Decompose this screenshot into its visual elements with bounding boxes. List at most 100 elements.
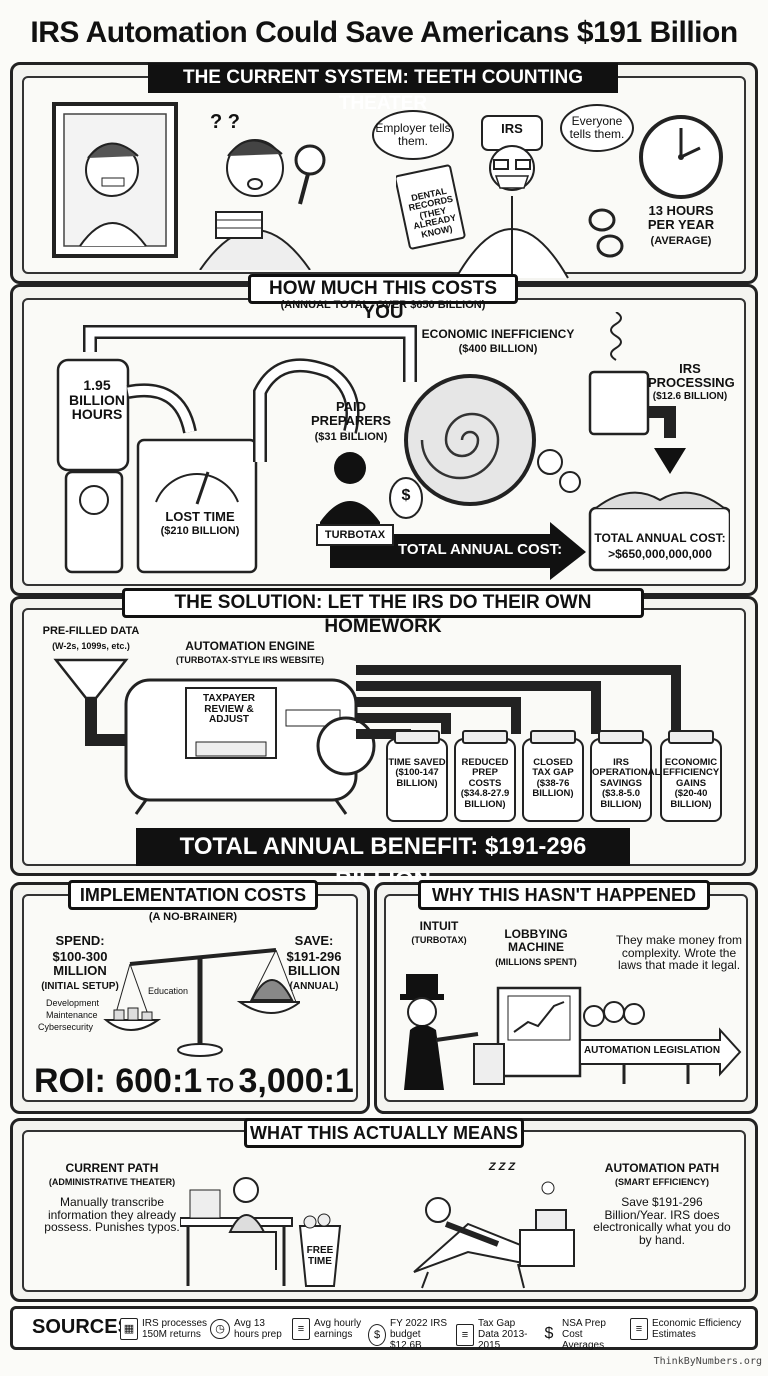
lobbying-label: LOBBYING MACHINE <box>504 927 568 954</box>
source-text: Economic Efficiency Estimates <box>652 1318 742 1340</box>
mirror-illustration <box>52 102 178 258</box>
dollar-icon: $ <box>540 1323 558 1346</box>
jar-value: ($20-40 BILLION) <box>670 788 712 810</box>
automation-engine-illustration <box>53 658 681 815</box>
roi-prefix: ROI: 600:1 <box>34 1062 203 1100</box>
zzz-label: Z Z Z <box>488 1161 516 1173</box>
page-title: IRS Automation Could Save Americans $191… <box>30 16 738 49</box>
watermark: ThinkByNumbers.org <box>653 1356 762 1367</box>
paid-preparers-value: ($31 BILLION) <box>314 431 388 443</box>
calculator-icon: ▦ <box>120 1318 138 1340</box>
development-label: Development <box>46 998 100 1008</box>
irs-dentist-illustration <box>396 115 624 279</box>
costs-banner: HOW MUCH THIS COSTS YOU <box>248 274 518 323</box>
jar-value: ($34.8-27.9 BILLION) <box>460 788 510 810</box>
sources-label: SOURCES <box>32 1316 131 1338</box>
jar-tax-gap: CLOSED TAX GAP($38-76 BILLION) <box>522 730 584 822</box>
cost-machine-illustration <box>56 312 730 580</box>
legislation-label: AUTOMATION LEGISLATION <box>583 1045 721 1056</box>
free-time-label: FREE TIME <box>306 1245 334 1267</box>
jar-label: ECONOMIC EFFICIENCY GAINS <box>662 757 720 789</box>
source-text: Avg hourly earnings <box>314 1318 362 1340</box>
total-cost-arrow-label: TOTAL ANNUAL COST: <box>398 541 563 558</box>
scale-illustration <box>103 948 300 1057</box>
paid-preparers-label: PAID PREPARERS <box>311 399 391 428</box>
irs-processing-label: IRS PROCESSING <box>648 361 735 390</box>
current-path-label: CURRENT PATH <box>65 1161 159 1175</box>
jar-value: ($38-76 BILLION) <box>532 777 574 800</box>
speech-bubble-everyone: Everyone tells them. <box>560 104 634 152</box>
engine-sub: (TURBOTAX-STYLE IRS WEBSITE) <box>175 655 325 665</box>
meaning-banner: WHAT THIS ACTUALLY MEANS <box>244 1118 524 1148</box>
jar-value: ($3.8-5.0 BILLION) <box>600 788 642 810</box>
roi-label: ROI: 600:1 TO 3,000:1 <box>34 1062 354 1101</box>
clock-caption: 13 HOURS PER YEAR <box>647 203 715 232</box>
roi-to: TO <box>206 1075 235 1097</box>
source-text: Avg 13 hours prep <box>234 1318 282 1340</box>
engine-label: AUTOMATION ENGINE <box>185 639 315 653</box>
confused-man-illustration <box>199 139 326 270</box>
intuit-label: INTUIT <box>419 919 459 933</box>
source-text: NSA Prep Cost Averages <box>562 1318 606 1351</box>
money-bin-value: >$650,000,000,000 <box>608 547 712 561</box>
save-label: SAVE: <box>294 933 334 948</box>
clock-sub: (AVERAGE) <box>650 235 712 247</box>
prefilled-label: PRE-FILLED DATA <box>42 625 140 637</box>
automation-path-desc: Save $191-296 Billion/Year. IRS does ele… <box>593 1195 731 1247</box>
jar-label: CLOSED TAX GAP <box>532 757 574 779</box>
irs-processing-value: ($12.6 BILLION) <box>652 391 728 402</box>
current-path-desc: Manually transcribe information they alr… <box>44 1195 180 1235</box>
source-item: ≡Economic Efficiency Estimates <box>630 1318 746 1340</box>
speech-bubble-employer: Employer tells them. <box>372 110 454 160</box>
cybersecurity-label: Cybersecurity <box>38 1022 94 1032</box>
spend-sub: (INITIAL SETUP) <box>41 981 119 992</box>
jar-label: REDUCED PREP COSTS <box>461 757 509 789</box>
source-item: ≡Avg hourly earnings <box>292 1318 366 1340</box>
source-item: ◷Avg 13 hours prep <box>210 1318 286 1340</box>
why-quote: They make money from complexity. Wrote t… <box>615 933 743 973</box>
intuit-sub: (TURBOTAX) <box>411 935 467 945</box>
roi-suffix: 3,000:1 <box>238 1062 354 1100</box>
costs-subtitle: (ANNUAL TOTAL: OVER $650 BILLION) <box>280 299 486 311</box>
source-item: ≡Tax Gap Data 2013-2015 <box>456 1318 538 1351</box>
lost-time-value: ($210 BILLION) <box>160 525 240 537</box>
source-text: Tax Gap Data 2013-2015 <box>478 1318 528 1351</box>
jar-label: TIME SAVED <box>388 757 446 768</box>
source-item: ▦IRS processes 150M returns <box>120 1318 210 1340</box>
hours-tank-label: 1.95 BILLION HOURS <box>69 377 125 423</box>
automation-path-illustration <box>413 1181 575 1289</box>
solution-banner: THE SOLUTION: LET THE IRS DO THEIR OWN H… <box>122 588 644 637</box>
meaning-inner <box>22 1130 746 1292</box>
education-label: Education <box>148 986 189 996</box>
source-text: FY 2022 IRS budget $12.6B <box>390 1318 448 1351</box>
total-benefit-banner: TOTAL ANNUAL BENEFIT: $191-296 BILLION <box>136 828 630 894</box>
source-item: $FY 2022 IRS budget $12.6B <box>368 1318 454 1351</box>
screen-label: TAXPAYER REVIEW & ADJUST <box>202 693 256 725</box>
money-bag-symbol: $ <box>401 487 411 504</box>
econ-inefficiency-label: ECONOMIC INEFFICIENCY <box>421 327 575 341</box>
source-item: $NSA Prep Cost Averages <box>540 1318 626 1351</box>
jar-value: ($100-147 BILLION) <box>395 767 439 789</box>
maintenance-label: Maintenance <box>46 1010 98 1020</box>
jar-reduced-prep: REDUCED PREP COSTS($34.8-27.9 BILLION) <box>454 730 516 822</box>
spend-value: $100-300 MILLION <box>52 949 108 978</box>
current-path-sub: (ADMINISTRATIVE THEATER) <box>48 1177 176 1187</box>
lost-time-label: LOST TIME <box>165 509 235 524</box>
document-icon: ≡ <box>292 1318 310 1340</box>
automation-path-label: AUTOMATION PATH <box>604 1161 720 1175</box>
question-marks: ? ? <box>210 111 240 133</box>
document-icon: ≡ <box>456 1323 474 1346</box>
jar-irs-savings: IRS OPERATIONAL SAVINGS($3.8-5.0 BILLION… <box>590 730 660 822</box>
lobbying-machine-illustration <box>400 974 742 1090</box>
jar-efficiency: ECONOMIC EFFICIENCY GAINS($20-40 BILLION… <box>660 730 722 822</box>
jar-label: IRS OPERATIONAL SAVINGS <box>592 757 661 789</box>
lobbying-sub: (MILLIONS SPENT) <box>495 957 577 967</box>
spend-label: SPEND: <box>55 933 105 948</box>
irs-hat-label: IRS <box>501 121 523 136</box>
implementation-sub: (A NO-BRAINER) <box>148 911 238 923</box>
money-bag-icon: $ <box>368 1323 386 1346</box>
implementation-inner <box>22 894 358 1102</box>
automation-path-sub: (SMART EFFICIENCY) <box>615 1177 709 1187</box>
prefilled-sub: (W-2s, 1099s, etc.) <box>52 641 130 651</box>
clock-icon: ◷ <box>210 1319 230 1339</box>
